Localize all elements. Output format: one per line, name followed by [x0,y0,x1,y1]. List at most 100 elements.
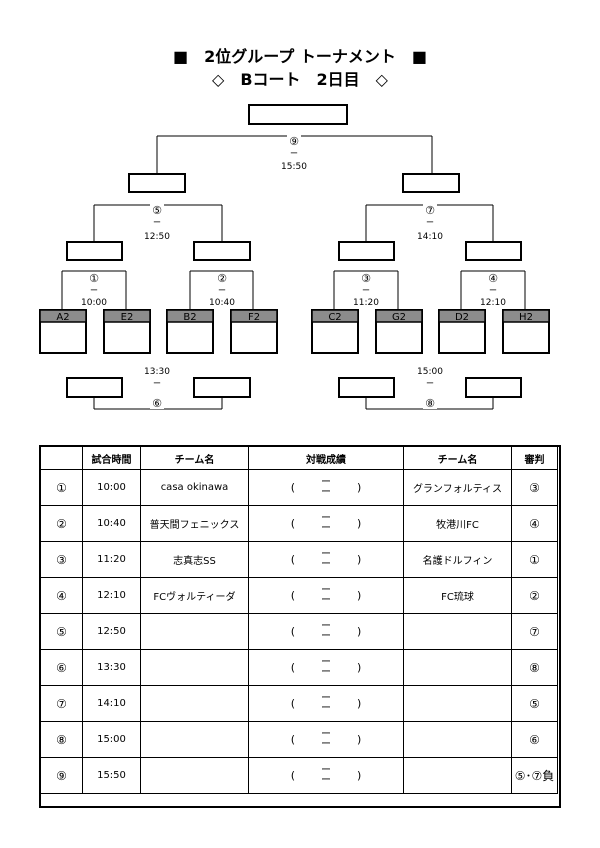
quarter-winner-slot [66,241,123,261]
result-dash: ー [321,548,331,560]
result-dash: ー [321,486,331,498]
result-open-paren: ( [290,733,295,746]
result-close-paren: ) [357,733,362,746]
match-number-label: ④ [488,272,498,285]
header-referee: 審判 [511,446,558,470]
match-label: ②ー 10:40 [209,272,235,308]
referee: ⑧ [511,649,558,686]
result-close-paren: ) [357,589,362,602]
result-open-paren: ( [290,553,295,566]
team-label: E2 [121,312,134,323]
match-time-label: 11:20 [353,298,379,308]
match-number: ⑥ [40,649,83,686]
team1-name [140,721,249,758]
result-dash: ー [321,522,331,534]
team-label: F2 [248,312,260,323]
result-dash: ー [321,728,331,740]
team-label: H2 [519,312,533,323]
loser-slot [66,377,123,398]
match-result: (ーー) [248,721,404,758]
quarter-winner-slot [193,241,251,261]
match-time: 11:20 [82,541,141,578]
result-close-paren: ) [357,517,362,530]
match-number-label: ② [217,272,227,285]
match-number-label: ⑨ [289,135,299,148]
final-winner-slot [248,104,348,125]
match-result: (ーー) [248,505,404,542]
referee: ⑦ [511,613,558,650]
match-number: ④ [40,577,83,614]
match-label: ⑤ー 12:50 [144,204,170,242]
match-time-label: 14:10 [417,232,443,242]
loser-slot [465,377,522,398]
match-time-label: 13:30 [144,367,170,377]
team-box: F2 [230,309,278,354]
match-time: 15:50 [82,757,141,794]
match-time-label: 12:10 [480,298,506,308]
match-separator: ー [218,286,226,295]
team2-name: グランフォルティス [403,469,512,506]
match-number: ③ [40,541,83,578]
title-sub: ◇ Bコート 2日目 ◇ [212,70,388,89]
match-number: ⑦ [40,685,83,722]
result-close-paren: ) [357,697,362,710]
header-no [40,446,83,470]
loser-slot [193,377,251,398]
team2-name [403,613,512,650]
team-label: A2 [56,312,69,323]
match-result: (ーー) [248,685,404,722]
match-time: 12:10 [82,577,141,614]
team-box: G2 [375,309,423,354]
match-time-label: 15:50 [281,162,307,172]
match-result: (ーー) [248,757,404,794]
result-close-paren: ) [357,769,362,782]
team-box: E2 [103,309,151,354]
referee: ⑤･⑦負 [511,757,558,794]
team-box: D2 [438,309,486,354]
result-close-paren: ) [357,481,362,494]
result-dash: ー [321,630,331,642]
match-separator: ー [426,379,434,388]
match-number-label: ⑦ [425,204,435,217]
match-time: 15:00 [82,721,141,758]
team2-name [403,685,512,722]
match-separator: ー [90,286,98,295]
match-time-label: 10:00 [81,298,107,308]
semi-winner-slot [402,173,460,193]
team1-name [140,757,249,794]
match-separator: ー [489,286,497,295]
team1-name: 志真志SS [140,541,249,578]
match-result: (ーー) [248,577,404,614]
referee: ④ [511,505,558,542]
team2-name [403,757,512,794]
team1-name: casa okinawa [140,469,249,506]
match-number: ① [40,469,83,506]
match-separator: ー [153,218,161,227]
bracket-slots [66,104,522,398]
result-dash: ー [321,594,331,606]
semi-winner-slot [128,173,186,193]
loser-slot [338,377,395,398]
match-separator: ー [290,149,298,158]
result-dash: ー [321,512,331,524]
match-number: ⑧ [40,721,83,758]
team1-name [140,613,249,650]
match-time-label: 12:50 [144,232,170,242]
result-dash: ー [321,620,331,632]
match-number-label: ① [89,272,99,285]
match-time-label: 10:40 [209,298,235,308]
team-box: H2 [502,309,550,354]
match-number-label: ⑤ [152,204,162,217]
match-result: (ーー) [248,613,404,650]
header-time: 試合時間 [82,446,141,470]
referee: ② [511,577,558,614]
match-time: 10:00 [82,469,141,506]
